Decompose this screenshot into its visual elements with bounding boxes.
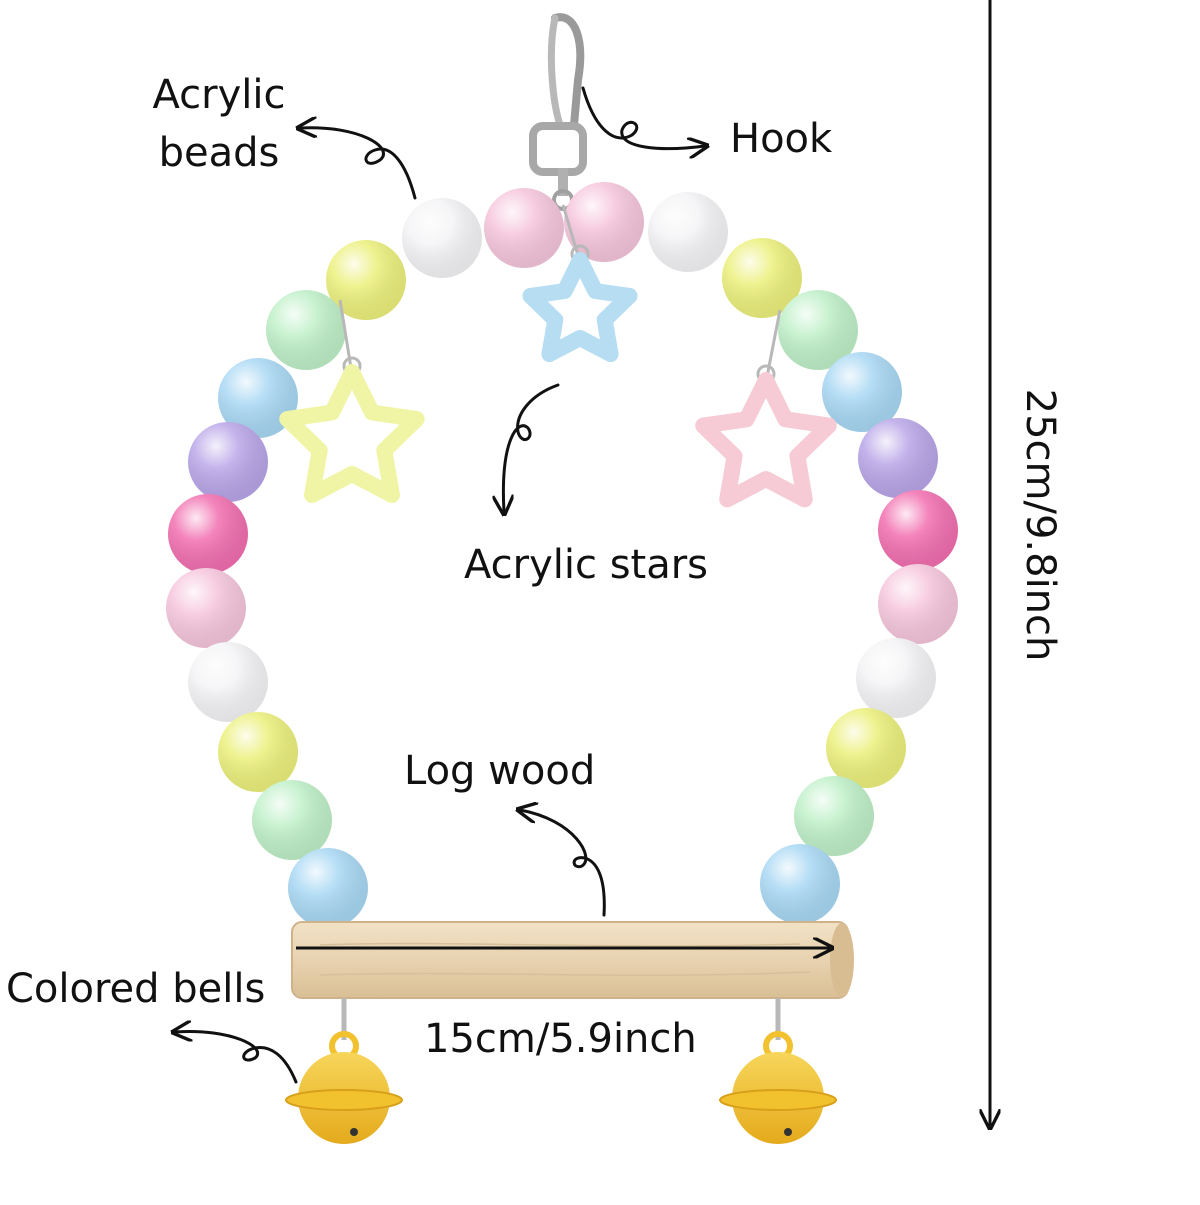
acrylic-bead — [878, 564, 958, 644]
acrylic-bead — [794, 776, 874, 856]
width-dimension-label: 15cm/5.9inch — [424, 1016, 697, 1062]
acrylic-bead — [188, 642, 268, 722]
acrylic-bead — [878, 490, 958, 570]
acrylic-bead — [826, 708, 906, 788]
beads-callout-arrow — [300, 128, 417, 200]
acrylic-bead — [288, 848, 368, 928]
acrylic-bead — [266, 290, 346, 370]
colored-bells — [285, 998, 837, 1144]
acrylic-bead — [484, 188, 564, 268]
bells-callout-arrow — [175, 1031, 298, 1084]
acrylic-bead — [252, 780, 332, 860]
acrylic-star — [279, 299, 425, 503]
log-wood-label: Log wood — [404, 748, 596, 794]
acrylic-bead — [166, 568, 246, 648]
hook-clasp — [529, 13, 587, 211]
acrylic-bead — [218, 358, 298, 438]
height-dimension-label: 25cm/9.8inch — [1017, 388, 1063, 662]
stars-callout-arrow — [503, 383, 560, 512]
acrylic-bead — [722, 238, 802, 318]
acrylic-bead — [402, 198, 482, 278]
acrylic-beads-label-line2: beads — [158, 130, 280, 176]
acrylic-bead — [564, 182, 644, 262]
acrylic-beads-label-line1: Acrylic — [152, 72, 286, 118]
acrylic-bead — [760, 844, 840, 924]
colored-bell — [285, 998, 403, 1144]
colored-bells-label: Colored bells — [6, 966, 266, 1012]
acrylic-star — [522, 204, 638, 363]
colored-bell — [719, 998, 837, 1144]
hook-callout-arrow — [581, 86, 705, 149]
acrylic-bead — [778, 290, 858, 370]
acrylic-beads-label: Acrylic beads — [144, 66, 294, 182]
hook-label: Hook — [730, 116, 833, 162]
acrylic-star — [695, 309, 837, 508]
acrylic-bead — [168, 494, 248, 574]
acrylic-stars-label: Acrylic stars — [464, 542, 709, 588]
acrylic-bead — [218, 712, 298, 792]
bead-ring — [166, 182, 958, 928]
acrylic-bead — [822, 352, 902, 432]
acrylic-bead — [188, 422, 268, 502]
acrylic-bead — [858, 418, 938, 498]
acrylic-bead — [326, 240, 406, 320]
acrylic-stars — [279, 204, 837, 508]
log-wood-perch — [291, 921, 854, 999]
acrylic-bead — [648, 192, 728, 272]
acrylic-bead — [856, 638, 936, 718]
log-callout-arrow — [520, 810, 606, 917]
